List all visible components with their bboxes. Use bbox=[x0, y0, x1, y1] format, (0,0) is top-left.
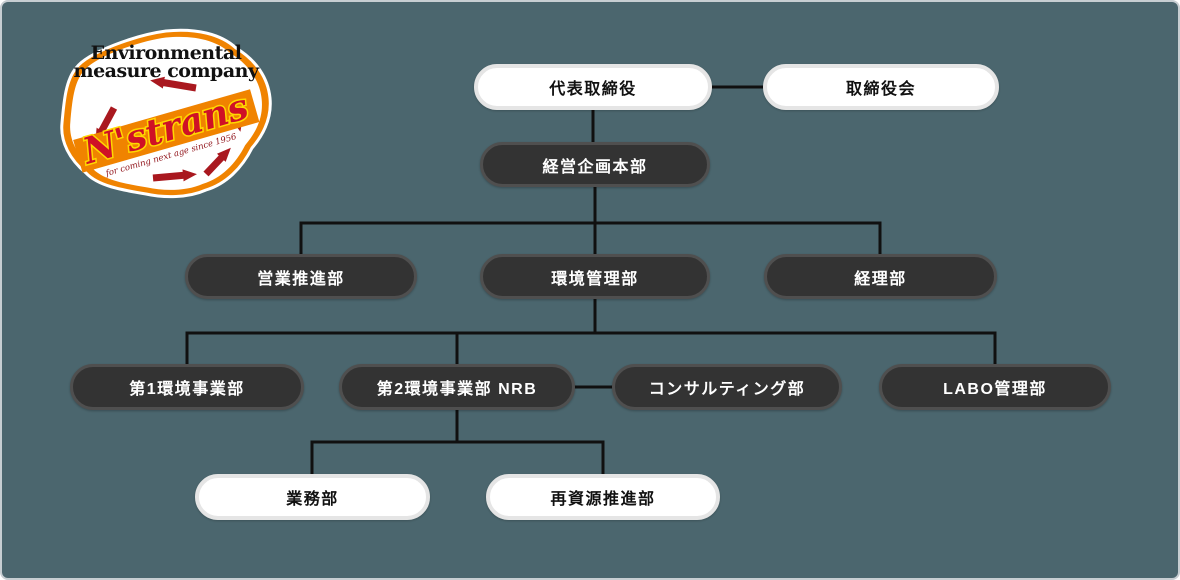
node-accounting[interactable]: 経理部 bbox=[764, 254, 997, 299]
company-logo: N'strans for coming next age since 1956 … bbox=[60, 28, 272, 199]
node-recycle[interactable]: 再資源推進部 bbox=[486, 474, 720, 520]
node-labo[interactable]: LABO管理部 bbox=[879, 364, 1111, 410]
node-env-mgmt[interactable]: 環境管理部 bbox=[480, 254, 710, 299]
node-planning[interactable]: 経営企画本部 bbox=[480, 142, 710, 187]
node-sales[interactable]: 営業推進部 bbox=[185, 254, 417, 299]
node-operations[interactable]: 業務部 bbox=[195, 474, 430, 520]
node-env2[interactable]: 第2環境事業部 NRB bbox=[339, 364, 575, 410]
logo-company-type-line1: Environmental bbox=[91, 42, 242, 64]
node-consulting[interactable]: コンサルティング部 bbox=[612, 364, 842, 410]
logo-banner-ribbon bbox=[73, 89, 260, 173]
node-board[interactable]: 取締役会 bbox=[763, 64, 999, 110]
logo-company-type-line2: measure company bbox=[73, 60, 259, 82]
node-env1[interactable]: 第1環境事業部 bbox=[70, 364, 304, 410]
node-ceo[interactable]: 代表取締役 bbox=[474, 64, 712, 110]
